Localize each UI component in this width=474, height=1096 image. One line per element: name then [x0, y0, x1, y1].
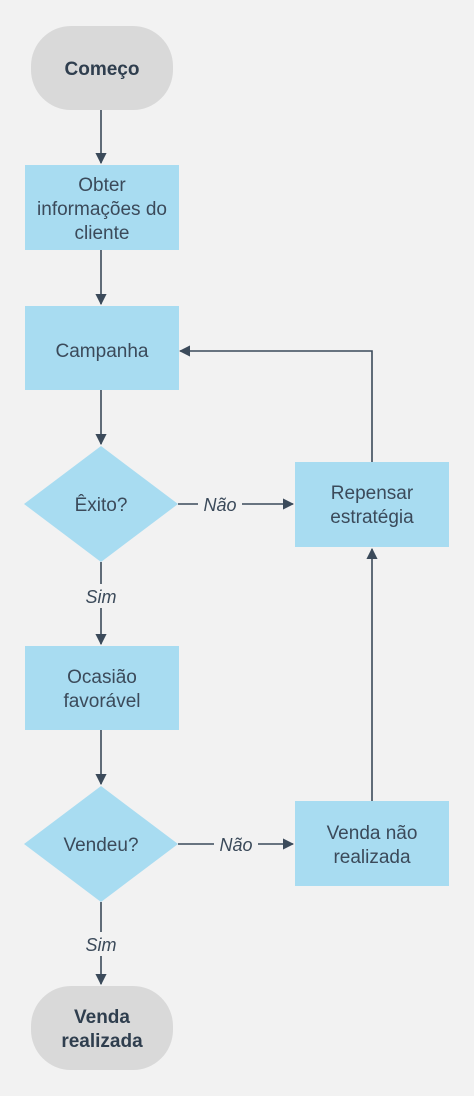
node-campanha-label: Campanha: [56, 341, 149, 362]
node-ocasiao-line-2: favorável: [63, 691, 140, 712]
node-exito-label: Êxito?: [75, 494, 128, 516]
node-end: Venda realizada: [31, 986, 173, 1070]
node-obter: Obter informações do cliente: [25, 165, 179, 250]
terminal-shape: [31, 26, 173, 110]
node-vendeu-label: Vendeu?: [63, 835, 138, 856]
node-venda-nao-line-1: Venda não: [327, 823, 418, 844]
node-campanha: Campanha: [25, 306, 179, 390]
process-shape: [295, 801, 449, 886]
node-obter-line-1: Obter: [78, 175, 126, 196]
terminal-shape: [31, 986, 173, 1070]
node-venda-nao-line-2: realizada: [333, 847, 411, 868]
decision-shape: [24, 786, 178, 902]
edge-label-bg: [214, 832, 258, 856]
process-shape: [25, 165, 179, 250]
edge-labels: Não Sim Não Sim: [82, 492, 258, 956]
node-obter-line-2: informações do: [37, 199, 167, 220]
node-repensar: Repensar estratégia: [295, 462, 449, 547]
edge-label-vendeu-nao: Não: [219, 835, 252, 855]
decision-shape: [24, 446, 178, 562]
node-venda-nao: Venda não realizada: [295, 801, 449, 886]
edge-label-bg: [82, 932, 122, 956]
node-start-label: Começo: [65, 59, 140, 80]
node-repensar-line-1: Repensar: [331, 483, 414, 504]
process-shape: [25, 306, 179, 390]
node-ocasiao-line-1: Ocasião: [67, 667, 137, 688]
node-vendeu: Vendeu?: [24, 786, 178, 902]
edge-label-exito-nao: Não: [203, 495, 236, 515]
edge-label-bg: [198, 492, 242, 516]
node-exito: Êxito?: [24, 446, 178, 562]
edge-repensar-to-campanha: [178, 345, 373, 462]
node-ocasiao: Ocasião favorável: [25, 646, 179, 730]
node-obter-line-3: cliente: [75, 223, 130, 244]
node-start: Começo: [31, 26, 173, 110]
edge-label-bg: [82, 584, 122, 608]
node-end-line-1: Venda: [74, 1007, 130, 1028]
process-shape: [295, 462, 449, 547]
edge-label-exito-sim: Sim: [86, 587, 117, 607]
node-end-line-2: realizada: [61, 1031, 143, 1052]
node-repensar-line-2: estratégia: [330, 507, 414, 528]
edge-label-vendeu-sim: Sim: [86, 935, 117, 955]
process-shape: [25, 646, 179, 730]
